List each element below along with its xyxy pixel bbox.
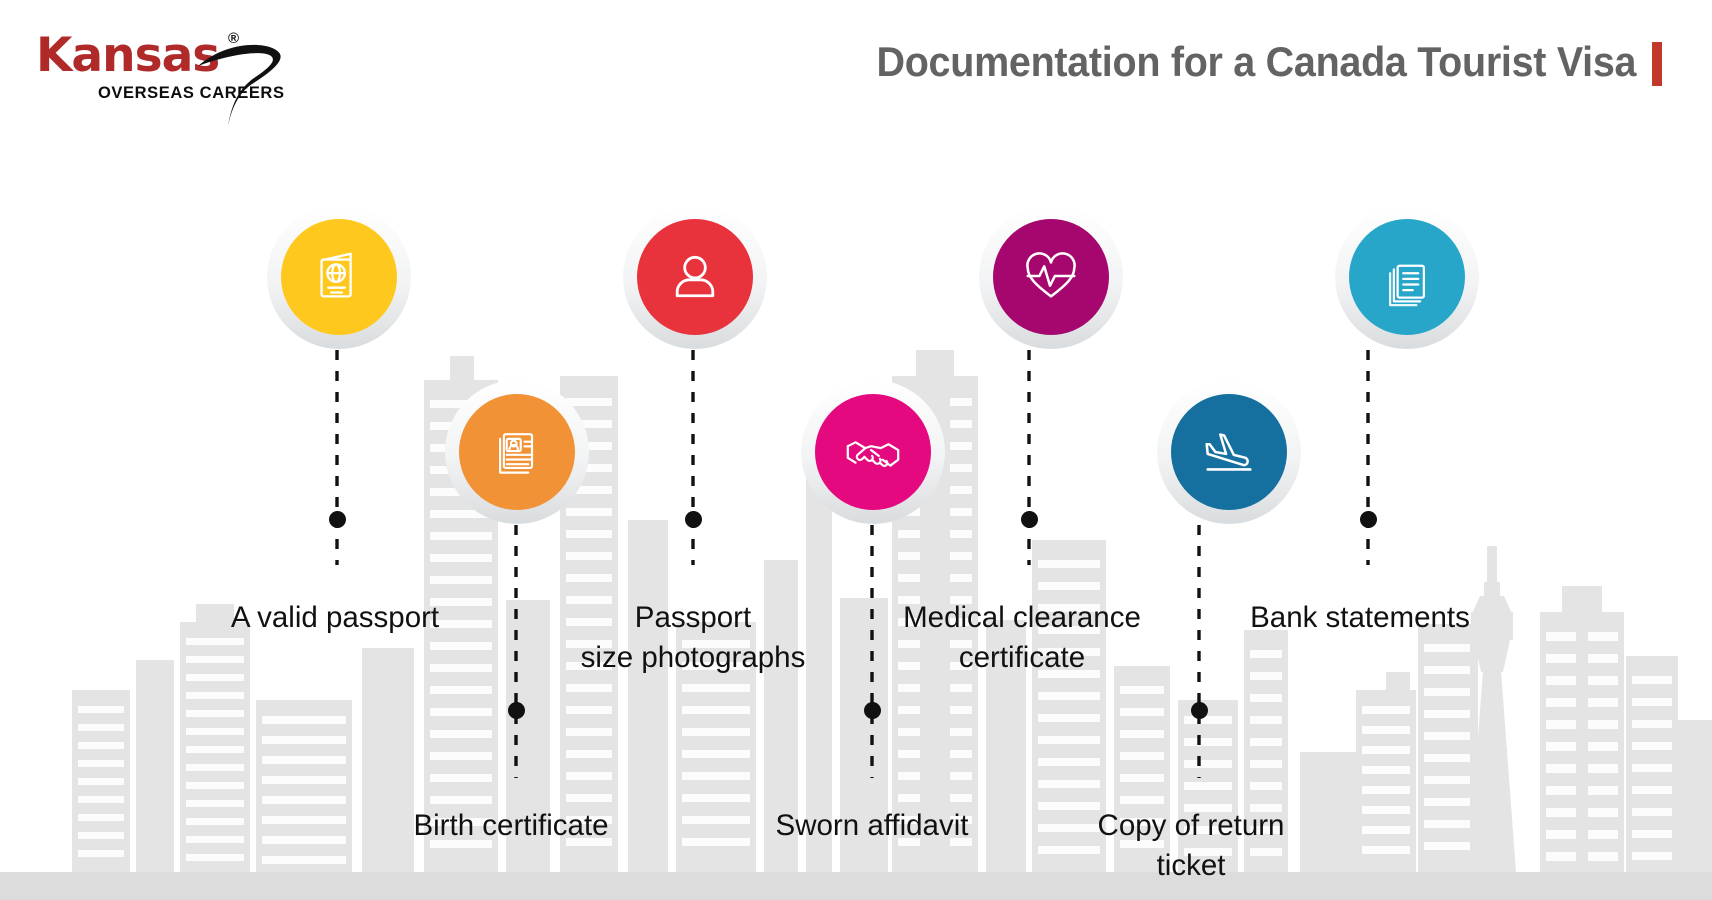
swoosh-icon	[198, 44, 281, 126]
step-icon-valid-passport[interactable]	[281, 219, 397, 335]
leader-dot-valid-passport	[329, 511, 346, 528]
brand-tagline: OVERSEAS CAREERS	[98, 84, 285, 102]
step-icon-birth-certificate[interactable]	[459, 394, 575, 510]
person-portrait-icon	[675, 255, 715, 298]
leader-dot-birth-certificate	[508, 702, 525, 719]
brand-name: Kansas	[36, 28, 220, 83]
step-icon-bank-statements[interactable]	[1349, 219, 1465, 335]
brand-logo: Kansas ® OVERSEAS CAREERS	[36, 22, 286, 126]
step-icon-return-ticket[interactable]	[1171, 394, 1287, 510]
handshake-icon	[846, 441, 900, 467]
step-icon-medical-clearance[interactable]	[993, 219, 1109, 335]
leader-dot-bank-statements	[1360, 511, 1377, 528]
page-title: Documentation for a Canada Tourist Visa	[876, 38, 1636, 85]
step-label-medical-clearance: Medical clearance certificate	[903, 601, 1141, 674]
leader-dot-passport-photographs	[685, 511, 702, 528]
step-label-bank-statements: Bank statements	[1250, 601, 1470, 634]
step-label-birth-certificate: Birth certificate	[413, 809, 609, 842]
registered-trademark-symbol: ®	[228, 30, 240, 47]
step-icon-sworn-affidavit[interactable]	[815, 394, 931, 510]
step-icon-passport-photographs[interactable]	[637, 219, 753, 335]
certificate-documents-icon	[499, 433, 534, 474]
heart-pulse-icon	[1026, 252, 1076, 298]
leader-dot-return-ticket	[1191, 702, 1208, 719]
step-label-sworn-affidavit: Sworn affidavit	[775, 809, 969, 842]
leader-dot-sworn-affidavit	[864, 702, 881, 719]
airplane-landing-icon	[1205, 433, 1252, 471]
document-stack-icon	[1389, 264, 1425, 307]
step-label-return-ticket: Copy of return ticket	[1097, 809, 1285, 882]
step-label-passport-photographs: Passport size photographs	[580, 601, 806, 674]
passport-icon	[320, 252, 352, 298]
step-label-valid-passport: A valid passport	[230, 601, 440, 634]
leader-dot-medical-clearance	[1021, 511, 1038, 528]
ground-strip	[0, 872, 1712, 900]
title-accent-bar	[1652, 42, 1662, 86]
